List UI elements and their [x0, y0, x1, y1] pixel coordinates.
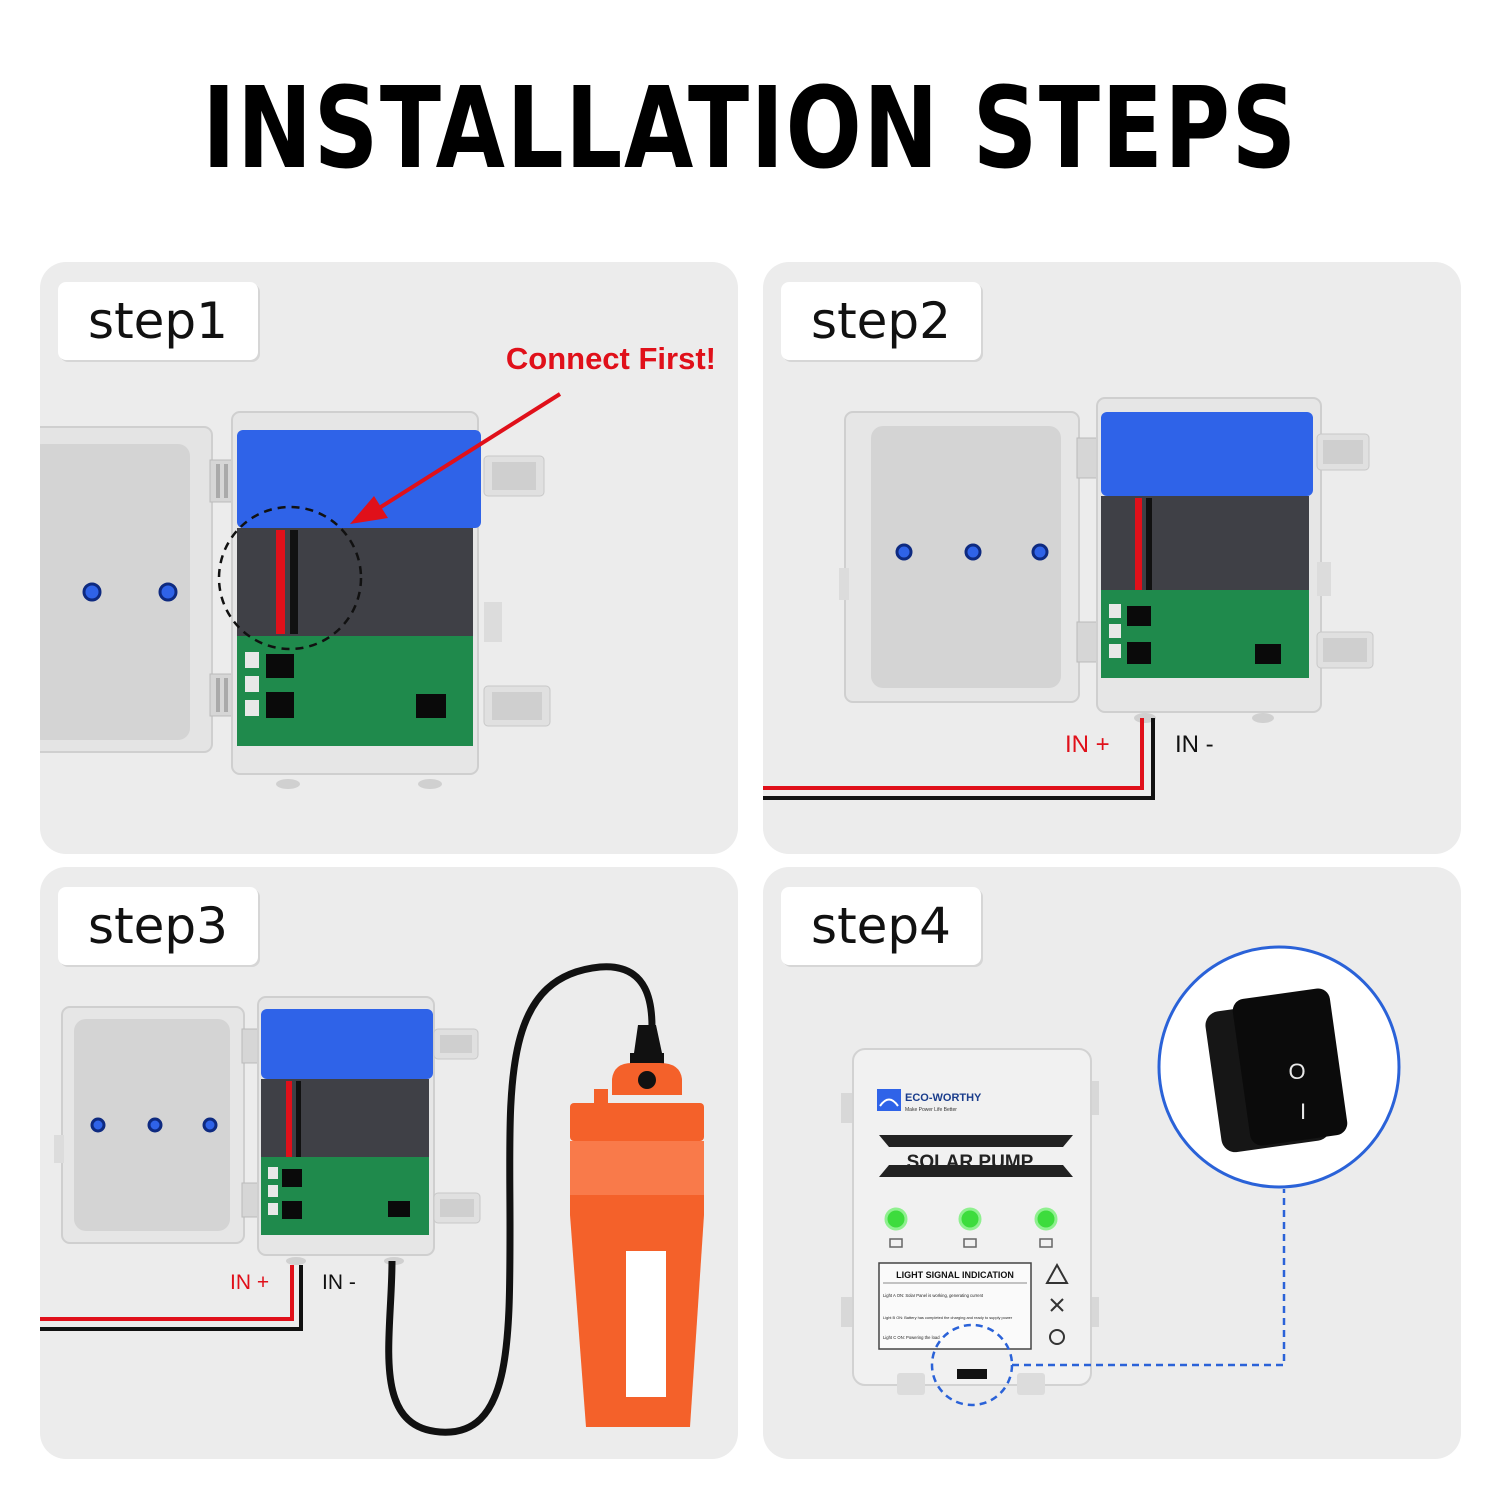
door-screw-3: [1031, 543, 1049, 561]
recycle-icon: [1049, 1329, 1065, 1345]
step1-illustration: Connect First!: [40, 341, 716, 789]
solar-pump-controller: ECO-WORTHY Make Power Life Better SOLAR …: [841, 1048, 1099, 1395]
circuit-board: [1101, 590, 1309, 678]
page-title: INSTALLATION STEPS: [202, 64, 1298, 194]
hinges: [1076, 437, 1100, 663]
wire-negative-label: IN -: [1175, 731, 1214, 758]
door-screw-2: [964, 543, 982, 561]
door-screw-3: [202, 1117, 218, 1133]
step4-panel: step4 ECO-WORTHY Make Power Life Better …: [763, 867, 1461, 1459]
step1-label: step1: [58, 282, 258, 360]
solar-panel-icon: [889, 1238, 903, 1248]
switch-slot: [957, 1369, 987, 1379]
step2-illustration: IN + IN -: [763, 397, 1374, 800]
hinges: [209, 459, 235, 717]
blue-lid: [261, 1009, 433, 1079]
control-box: [231, 411, 481, 789]
circuit-board: [237, 636, 473, 746]
switch-callout-line: [1012, 1189, 1286, 1367]
indicator-light-a: [884, 1207, 908, 1231]
callout-arrow: [350, 392, 562, 524]
legend-line-c: Light C ON: Powering the load: [883, 1335, 940, 1340]
brand-tagline: Make Power Life Better: [905, 1107, 957, 1113]
enclosure-door: [839, 411, 1080, 703]
enclosure-door: [54, 1006, 245, 1244]
step3-panel: step3: [40, 867, 738, 1459]
wiring-compartment: [237, 528, 473, 636]
step2-label: step2: [781, 282, 981, 360]
rocker-switch-zoom: O I: [1157, 945, 1401, 1189]
door-screw-1: [895, 543, 913, 561]
red-wire: [276, 530, 285, 634]
step1-panel: step1: [40, 262, 738, 854]
door-screw-2: [147, 1117, 163, 1133]
step2-panel: step2: [763, 262, 1461, 854]
battery-icon: [963, 1238, 977, 1248]
legend-line-b: Light B ON: Battery has completed the ch…: [883, 1315, 1013, 1320]
circuit-board: [261, 1157, 429, 1235]
step4-label: step4: [781, 887, 981, 965]
step3-label: step3: [58, 887, 258, 965]
blue-lid: [1101, 412, 1313, 496]
legend-line-a: Light A ON: Solar Panel is working, gene…: [883, 1293, 984, 1298]
black-wire: [290, 530, 298, 634]
latch-clips: [433, 1028, 481, 1224]
indicator-lights: [884, 1207, 1058, 1248]
disposal-icon: [1050, 1298, 1064, 1312]
step3-illustration: IN + IN -: [40, 963, 704, 1436]
blue-lid: [237, 430, 481, 528]
door-screw-1: [82, 582, 102, 602]
wire-positive-label: IN +: [1065, 731, 1110, 758]
latch-clips: [483, 455, 551, 727]
latch-clips: [1316, 433, 1374, 669]
wire-negative-label: IN -: [322, 1271, 356, 1294]
legend-title: LIGHT SIGNAL INDICATION: [896, 1270, 1014, 1280]
highlight-circle: [217, 505, 363, 651]
door-screw-1: [90, 1117, 106, 1133]
indicator-light-c: [1034, 1207, 1058, 1231]
brand-name: ECO-WORTHY: [905, 1092, 982, 1104]
input-wires: [40, 1265, 303, 1331]
connect-first-callout: Connect First!: [506, 341, 716, 376]
wire-positive-label: IN +: [230, 1271, 269, 1294]
warning-icon: [1045, 1262, 1069, 1284]
hinges: [241, 1028, 261, 1218]
enclosure-door: [40, 426, 213, 753]
submersible-pump: [570, 1025, 704, 1427]
switch-on-mark: I: [1300, 1099, 1306, 1124]
step4-illustration: ECO-WORTHY Make Power Life Better SOLAR …: [841, 945, 1401, 1407]
indicator-light-b: [958, 1207, 982, 1231]
door-screw-2: [158, 582, 178, 602]
switch-off-mark: O: [1288, 1059, 1305, 1084]
wiring-compartment: [1101, 496, 1309, 590]
load-icon: [1039, 1238, 1053, 1248]
control-box: [257, 996, 435, 1265]
input-wires: [763, 718, 1155, 800]
device-name: SOLAR PUMP: [907, 1152, 1034, 1173]
control-box: [1096, 397, 1322, 723]
pump-cable: [385, 963, 656, 1436]
